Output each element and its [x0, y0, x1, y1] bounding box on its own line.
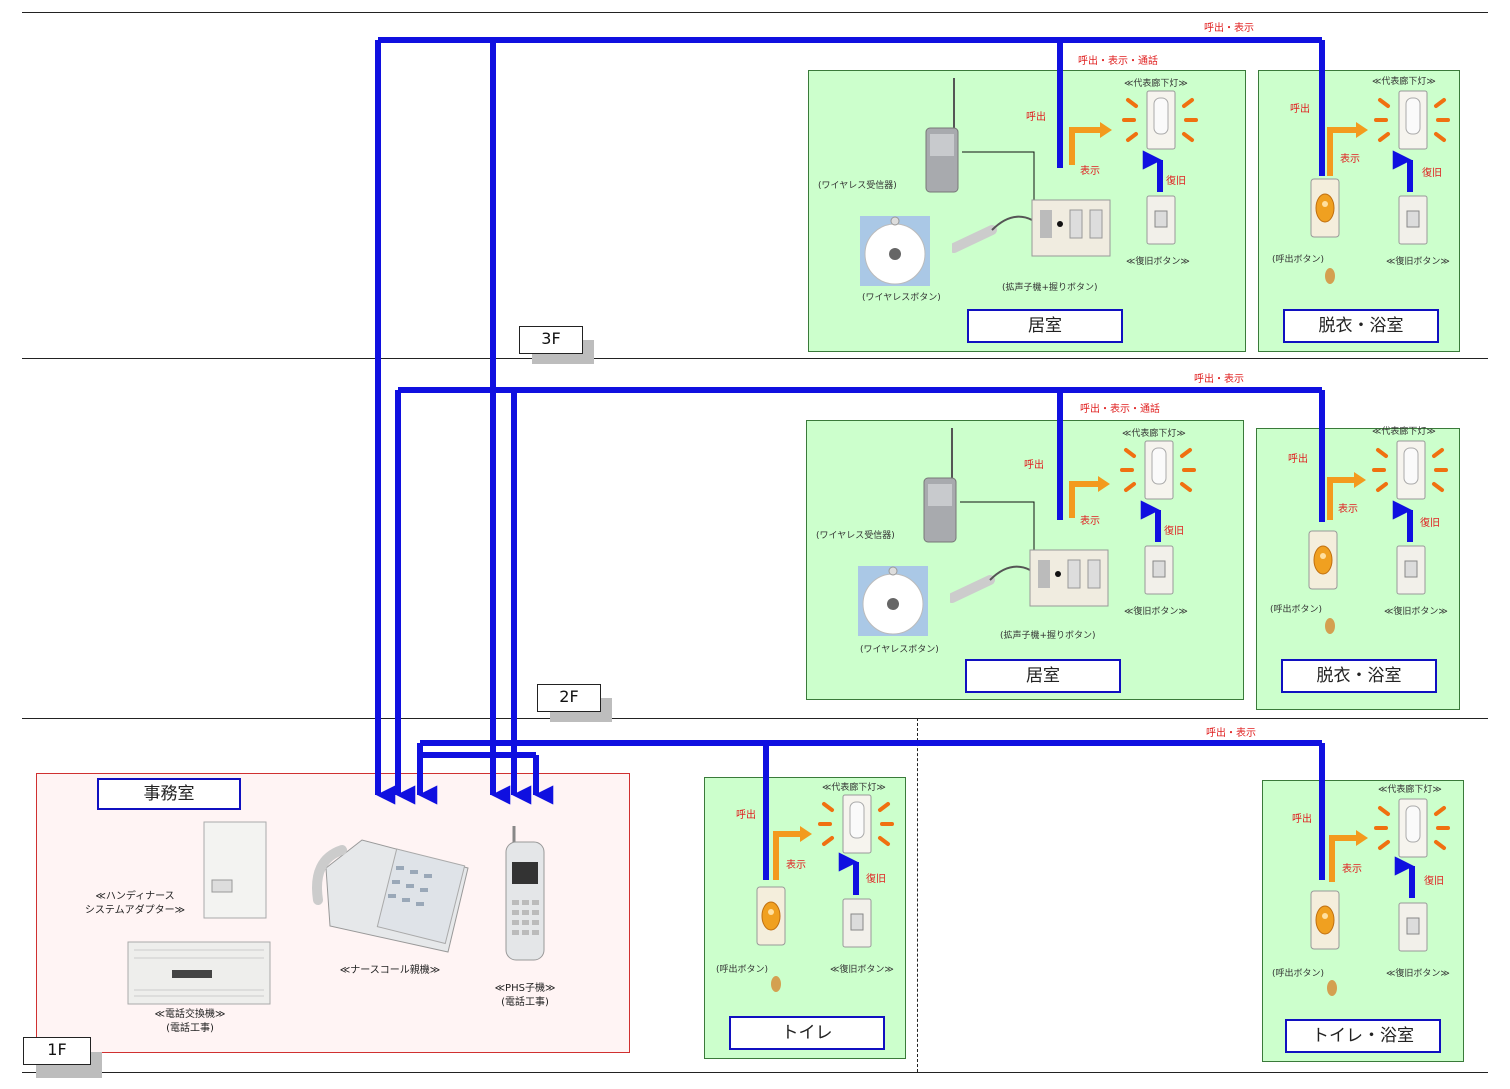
caption-pbx: ≪電話交換機≫ (電話工事)	[130, 1008, 250, 1036]
caption-reset-1f-toilet-bath: ≪復旧ボタン≫	[1386, 969, 1450, 979]
floor-line-1f	[22, 1072, 1488, 1073]
room-label-toilet: トイレ	[729, 1016, 885, 1050]
signal-label-3f-bath: 呼出・表示	[1204, 23, 1254, 34]
caption-call-2f-bath: (呼出ボタン)	[1270, 605, 1323, 615]
reset-button-1f-toilet-bath	[1398, 902, 1428, 952]
wireless-button-2f	[858, 566, 928, 636]
caption-handy-adapter: ≪ハンディナース システムアダプター≫	[70, 890, 200, 918]
call-button-1f-toilet	[756, 886, 786, 946]
room-label-living-2f: 居室	[965, 659, 1121, 693]
room-label-bath-3f: 脱衣・浴室	[1283, 309, 1439, 343]
caption-call-1f-toilet-bath: (呼出ボタン)	[1272, 969, 1325, 979]
caption-corridor-light-2f: ≪代表廊下灯≫	[1122, 429, 1186, 439]
corridor-light-2f	[1144, 440, 1174, 500]
caption-corridor-light-3f-bath: ≪代表廊下灯≫	[1372, 77, 1436, 87]
signal-label-2f-bath: 呼出・表示	[1194, 374, 1244, 385]
speaker-handset-2f	[952, 550, 1108, 606]
floor-line-3f	[22, 358, 1488, 359]
caption-receiver-2f: (ワイヤレス受信器)	[816, 531, 895, 541]
building-divider	[917, 718, 918, 1072]
caption-call-3f-bath: (呼出ボタン)	[1272, 255, 1325, 265]
reset-2f-bath: 復旧	[1420, 518, 1440, 529]
caption-reset-2f-bath: ≪復旧ボタン≫	[1384, 607, 1448, 617]
wireless-button-3f	[860, 216, 930, 286]
corridor-light-1f-toilet-bath	[1398, 798, 1428, 858]
reset-button-2f-living	[1144, 545, 1174, 595]
room-label-living-3f: 居室	[967, 309, 1123, 343]
call-3f-living: 呼出	[1026, 112, 1046, 123]
wireless-receiver-2f	[923, 428, 957, 543]
reset-3f-bath: 復旧	[1422, 168, 1442, 179]
caption-reset-3f-living: ≪復旧ボタン≫	[1126, 257, 1190, 267]
call-button-1f-toilet-bath	[1310, 890, 1340, 950]
caption-corridor-light-2f-bath: ≪代表廊下灯≫	[1372, 427, 1436, 437]
floor-label-1f: 1F	[23, 1037, 91, 1065]
room-label-toilet-bath: トイレ・浴室	[1285, 1019, 1441, 1053]
reset-1f-toilet: 復旧	[866, 874, 886, 885]
caption-call-1f-toilet: (呼出ボタン)	[716, 965, 769, 975]
reset-3f-living: 復旧	[1166, 176, 1186, 187]
caption-handset-3f: (拡声子機+握りボタン)	[1002, 283, 1098, 293]
caption-reset-3f-bath: ≪復旧ボタン≫	[1386, 257, 1450, 267]
corridor-light-1f-toilet	[842, 794, 872, 854]
call-2f-bath: 呼出	[1288, 454, 1308, 465]
caption-phs-line1: ≪PHS子機≫	[494, 983, 556, 994]
caption-reset-1f-toilet: ≪復旧ボタン≫	[830, 965, 894, 975]
reset-2f-living: 復旧	[1164, 526, 1184, 537]
display-2f-living: 表示	[1080, 516, 1100, 527]
phs-handset	[505, 826, 545, 961]
reset-button-1f-toilet	[842, 898, 872, 948]
caption-corridor-light-1f-toilet-bath: ≪代表廊下灯≫	[1378, 785, 1442, 795]
room-toilet-1f: トイレ	[704, 777, 906, 1059]
pbx-unit	[127, 941, 271, 1005]
caption-pbx-line1: ≪電話交換機≫	[154, 1009, 226, 1020]
signal-label-1f: 呼出・表示	[1206, 728, 1256, 739]
handy-nurse-adapter	[203, 821, 267, 919]
display-3f-living: 表示	[1080, 166, 1100, 177]
signal-label-2f-living: 呼出・表示・通話	[1080, 404, 1160, 415]
floor-line-top	[22, 12, 1488, 13]
corridor-light-3f	[1146, 90, 1176, 150]
caption-nurse-call-main: ≪ナースコール親機≫	[339, 965, 441, 976]
caption-pbx-line2: (電話工事)	[166, 1023, 214, 1034]
call-button-3f-bath	[1310, 178, 1340, 238]
caption-receiver-3f: (ワイヤレス受信器)	[818, 181, 897, 191]
caption-corridor-light-1f-toilet: ≪代表廊下灯≫	[822, 783, 886, 793]
caption-reset-2f-living: ≪復旧ボタン≫	[1124, 607, 1188, 617]
room-label-bath-2f: 脱衣・浴室	[1281, 659, 1437, 693]
caption-corridor-light-3f: ≪代表廊下灯≫	[1124, 79, 1188, 89]
wireless-receiver-3f	[925, 78, 959, 193]
room-toilet-bath-1f: トイレ・浴室	[1262, 780, 1464, 1062]
call-1f-toilet: 呼出	[736, 810, 756, 821]
nurse-call-main-unit	[312, 839, 469, 953]
caption-phs: ≪PHS子機≫ (電話工事)	[470, 982, 580, 1010]
caption-handset-2f: (拡声子機+握りボタン)	[1000, 631, 1096, 641]
caption-wlbtn-3f: (ワイヤレスボタン)	[862, 293, 941, 303]
reset-button-3f-living	[1146, 195, 1176, 245]
reset-button-2f-bath	[1396, 545, 1426, 595]
floor-line-2f	[22, 718, 1488, 719]
floor-label-2f: 2F	[537, 684, 601, 712]
display-1f-toilet-bath: 表示	[1342, 864, 1362, 875]
caption-handy-adapter-line2: システムアダプター≫	[84, 905, 186, 916]
signal-label-3f-living: 呼出・表示・通話	[1078, 56, 1158, 67]
speaker-handset-3f	[954, 200, 1110, 256]
display-2f-bath: 表示	[1338, 504, 1358, 515]
corridor-light-3f-bath	[1398, 90, 1428, 150]
call-button-2f-bath	[1308, 530, 1338, 590]
display-3f-bath: 表示	[1340, 154, 1360, 165]
caption-handy-adapter-line1: ≪ハンディナース	[95, 891, 175, 902]
display-1f-toilet: 表示	[786, 860, 806, 871]
caption-wlbtn-2f: (ワイヤレスボタン)	[860, 645, 939, 655]
reset-button-3f-bath	[1398, 195, 1428, 245]
call-3f-bath: 呼出	[1290, 104, 1310, 115]
reset-1f-toilet-bath: 復旧	[1424, 876, 1444, 887]
corridor-light-2f-bath	[1396, 440, 1426, 500]
floor-label-3f: 3F	[519, 326, 583, 354]
caption-phs-line2: (電話工事)	[501, 997, 549, 1008]
call-1f-toilet-bath: 呼出	[1292, 814, 1312, 825]
room-label-office: 事務室	[97, 778, 241, 810]
call-2f-living: 呼出	[1024, 460, 1044, 471]
